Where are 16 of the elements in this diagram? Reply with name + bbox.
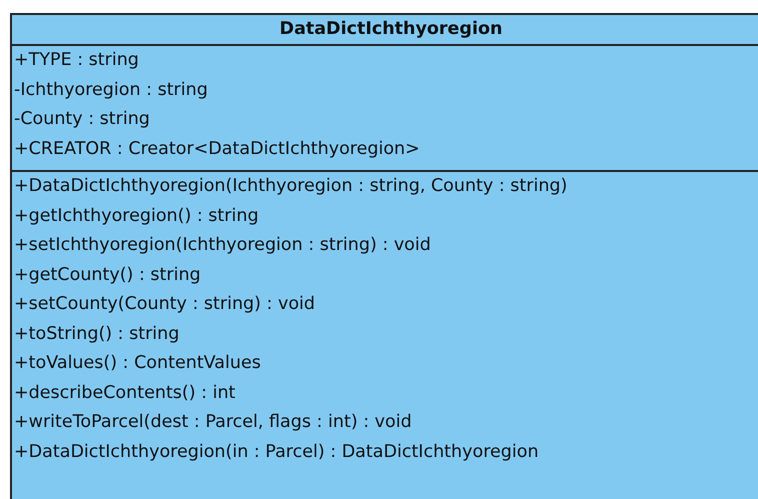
attribute-text: -County : string — [13, 108, 150, 131]
method-text: +toString() : string — [13, 322, 180, 346]
method-text: +setCounty(County : string) : void — [13, 293, 316, 316]
attribute-text: +CREATOR : Creator<DataDictIchthyoregion> — [13, 138, 420, 160]
attribute-text: +TYPE : string — [13, 49, 139, 72]
method-text: +getCounty() : string — [13, 264, 201, 286]
class-box — [10, 13, 758, 499]
attribute-text: -Ichthyoregion : string — [13, 78, 208, 102]
method-text: +describeContents() : int — [13, 382, 236, 404]
method-text: +toValues() : ContentValues — [13, 352, 261, 375]
method-text: +getIchthyoregion() : string — [13, 204, 259, 228]
method-text: +writeToParcel(dest : Parcel, flags : int) : void — [13, 411, 412, 434]
method-text: +DataDictIchthyoregion(Ichthyoregion : string, County : string) — [13, 175, 568, 198]
class-name: DataDictIchthyoregion — [280, 18, 502, 41]
method-text: +setIchthyoregion(Ichthyoregion : string) : void — [13, 234, 431, 257]
method-text: +DataDictIchthyoregion(in : Parcel) : DataDictIchthyoregion — [13, 440, 539, 464]
